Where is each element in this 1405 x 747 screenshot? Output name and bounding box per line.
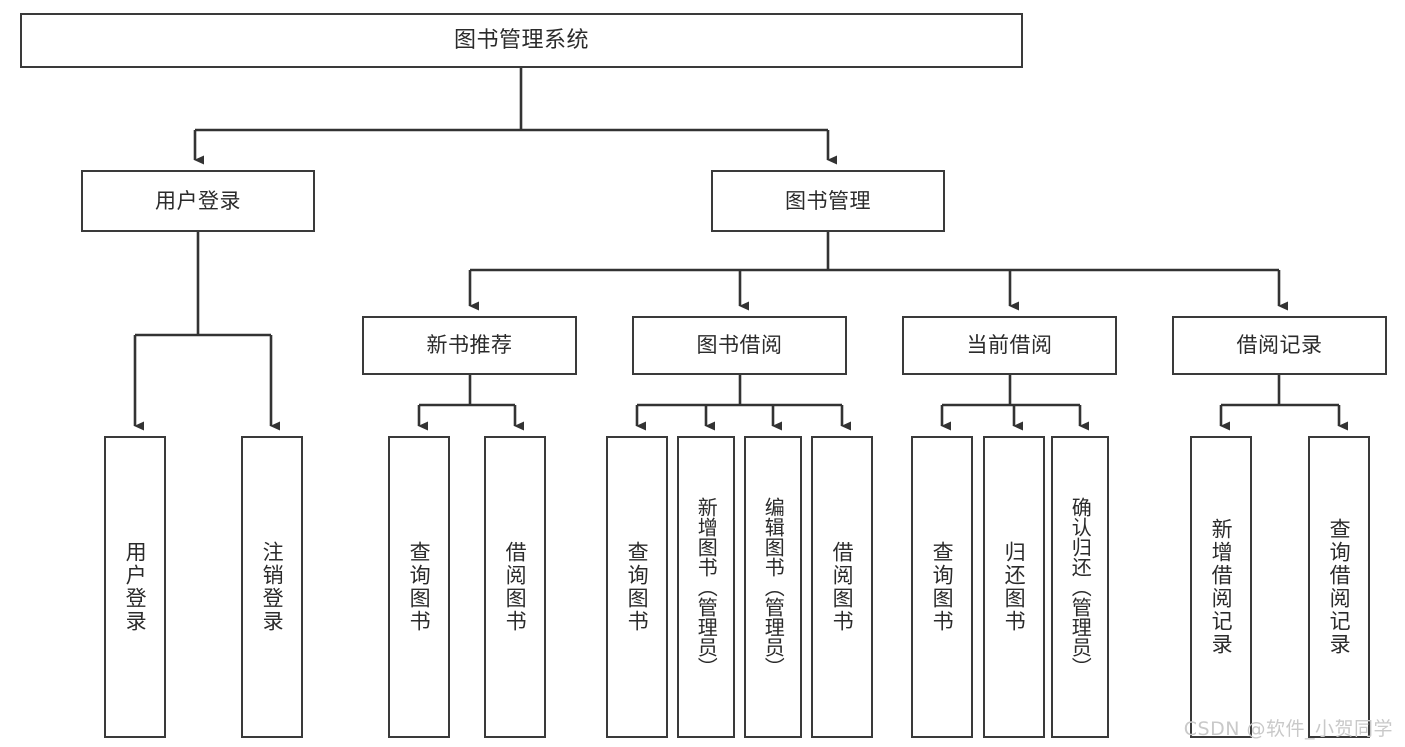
node-leaf-query-book-current[interactable]: 查询图书: [911, 436, 973, 738]
node-label: 借阅记录: [1236, 333, 1323, 358]
node-label: 用户登录: [123, 541, 148, 633]
node-leaf-borrow-book[interactable]: 借阅图书: [811, 436, 873, 738]
node-label: 用户登录: [155, 188, 241, 213]
node-label: 图书管理: [785, 188, 871, 213]
node-user-login[interactable]: 用户登录: [81, 170, 315, 232]
node-leaf-user-login[interactable]: 用户登录: [104, 436, 166, 738]
node-leaf-confirm-return-admin[interactable]: 确认归还（管理员）: [1051, 436, 1109, 738]
node-root-system[interactable]: 图书管理系统: [20, 13, 1023, 68]
node-borrow-record[interactable]: 借阅记录: [1172, 316, 1387, 375]
node-leaf-query-book-recommend[interactable]: 查询图书: [388, 436, 450, 738]
node-leaf-add-book-admin[interactable]: 新增图书（管理员）: [677, 436, 735, 738]
node-label: 注销登录: [260, 541, 285, 633]
node-leaf-edit-book-admin[interactable]: 编辑图书（管理员）: [744, 436, 802, 738]
node-label: 确认归还（管理员）: [1068, 497, 1093, 677]
node-leaf-user-logout[interactable]: 注销登录: [241, 436, 303, 738]
node-label: 图书管理系统: [453, 27, 589, 53]
node-current-borrow[interactable]: 当前借阅: [902, 316, 1117, 375]
node-label: 新增借阅记录: [1209, 518, 1234, 656]
node-label: 借阅图书: [503, 541, 528, 633]
connector-lines: [133, 68, 1348, 431]
node-label: 查询图书: [625, 541, 650, 633]
node-label: 新书推荐: [426, 333, 513, 358]
node-book-management[interactable]: 图书管理: [711, 170, 945, 232]
node-label: 编辑图书（管理员）: [761, 497, 786, 677]
node-label: 图书借阅: [696, 333, 783, 358]
node-leaf-return-book[interactable]: 归还图书: [983, 436, 1045, 738]
node-label: 查询借阅记录: [1327, 518, 1352, 656]
node-label: 查询图书: [407, 541, 432, 633]
node-book-borrow[interactable]: 图书借阅: [632, 316, 847, 375]
node-label: 借阅图书: [830, 541, 855, 633]
node-label: 归还图书: [1002, 541, 1027, 633]
node-leaf-add-borrow-record[interactable]: 新增借阅记录: [1190, 436, 1252, 738]
node-label: 当前借阅: [966, 333, 1053, 358]
node-leaf-query-borrow-record[interactable]: 查询借阅记录: [1308, 436, 1370, 738]
node-leaf-query-book-borrow[interactable]: 查询图书: [606, 436, 668, 738]
node-new-book-recommend[interactable]: 新书推荐: [362, 316, 577, 375]
node-leaf-borrow-book-recommend[interactable]: 借阅图书: [484, 436, 546, 738]
node-label: 新增图书（管理员）: [694, 497, 719, 677]
node-label: 查询图书: [930, 541, 955, 633]
